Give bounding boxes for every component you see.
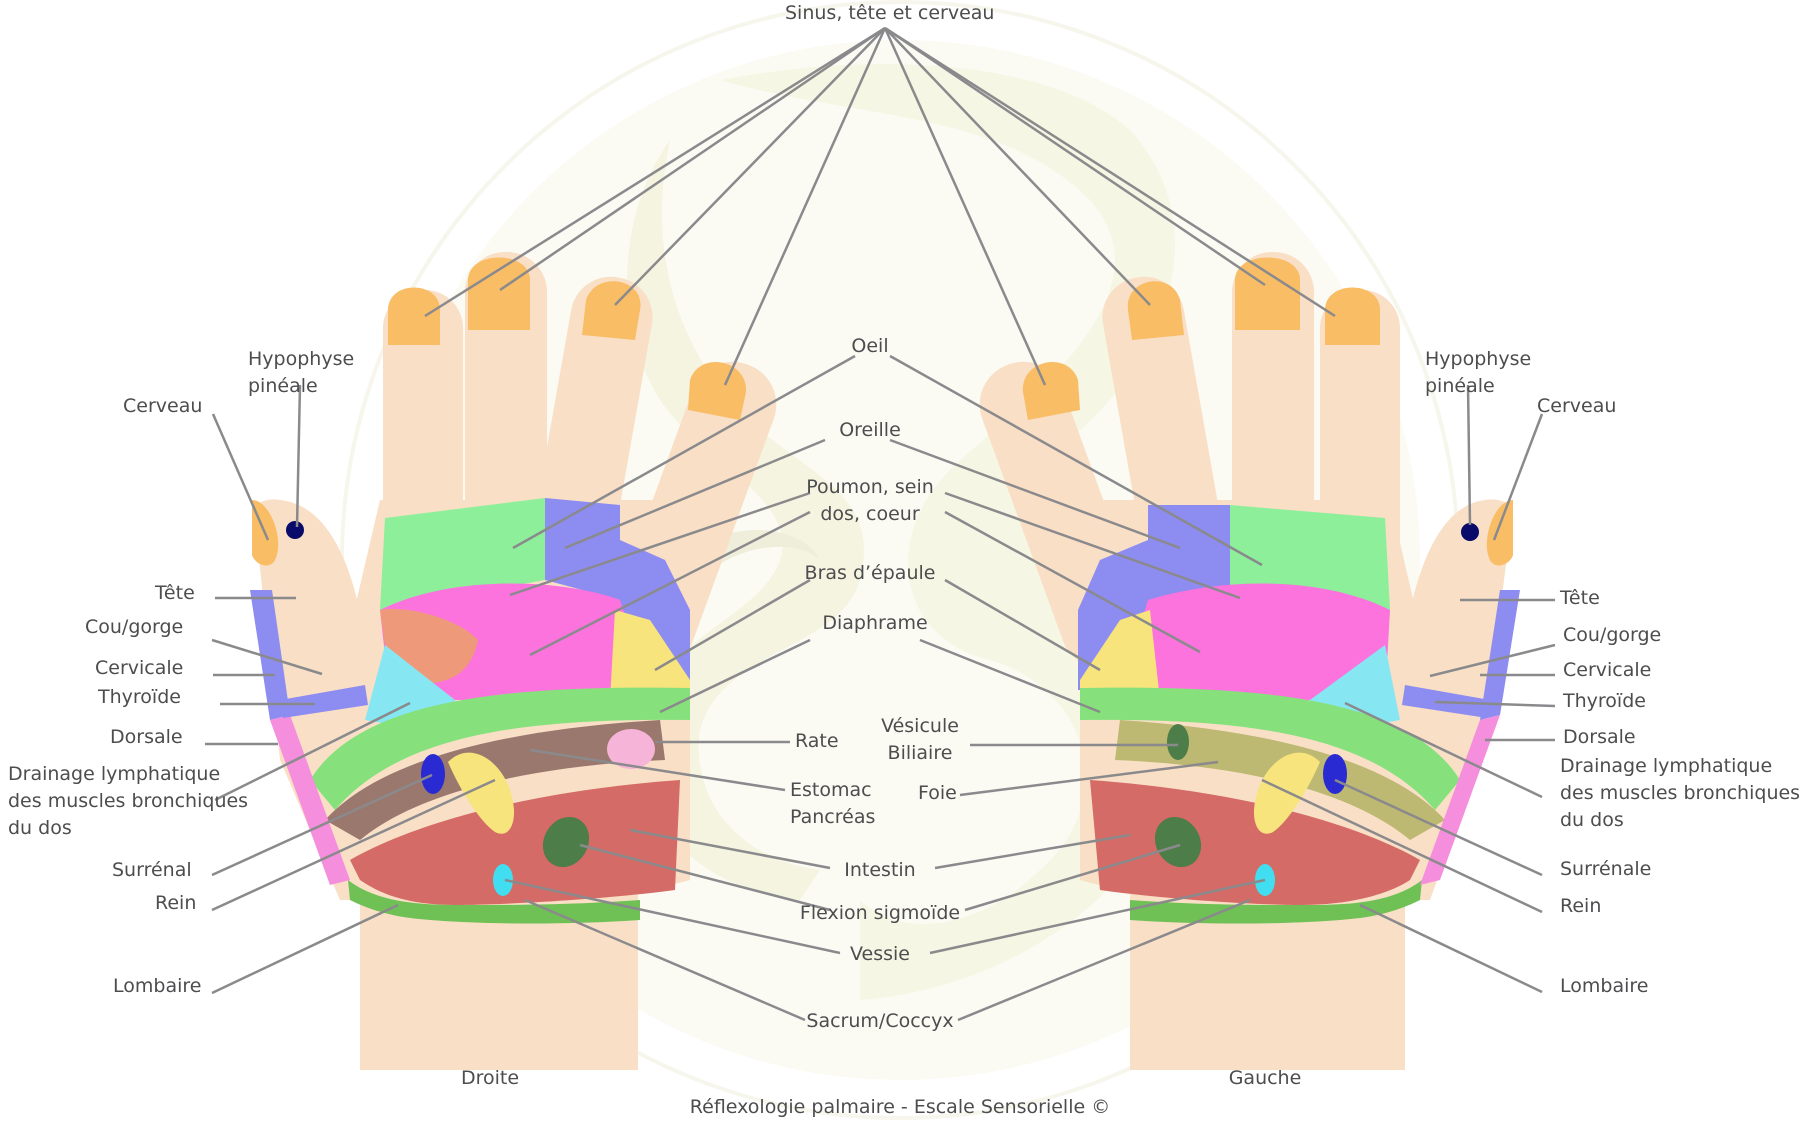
right-cervical-strip bbox=[250, 590, 290, 720]
left-sigmoid bbox=[1154, 816, 1202, 868]
label-vessie: Vessie bbox=[850, 943, 910, 965]
right-zone-yellow bbox=[610, 610, 690, 700]
left-zone-yellow bbox=[1080, 610, 1160, 700]
right-lombaire bbox=[348, 880, 640, 924]
left-diaphragm bbox=[1080, 687, 1460, 810]
label-thyroide-right-hand: Thyroïde bbox=[98, 686, 181, 708]
label-gauche: Gauche bbox=[1228, 1067, 1302, 1089]
label-dorsale-right-hand: Dorsale bbox=[110, 726, 183, 748]
right-spleen bbox=[607, 729, 655, 769]
leader-lines bbox=[205, 26, 1556, 1022]
caption: Réflexologie palmaire - Escale Sensoriel… bbox=[689, 1096, 1111, 1118]
right-adrenal bbox=[421, 754, 445, 794]
right-little-nail bbox=[388, 287, 440, 345]
label-cou-left-hand: Cou/gorge bbox=[1563, 624, 1662, 646]
right-sigmoid bbox=[542, 816, 590, 868]
right-bladder bbox=[493, 864, 513, 896]
right-dorsal-strip bbox=[270, 715, 350, 885]
label-surrenale-left-hand: Surrénale bbox=[1560, 858, 1652, 880]
label-rate: Rate bbox=[795, 730, 839, 752]
right-zone-green bbox=[380, 498, 545, 610]
left-zone-red bbox=[1090, 780, 1420, 905]
left-cervical-strip bbox=[1480, 590, 1520, 720]
right-kidney bbox=[448, 752, 515, 834]
right-pineal-dot bbox=[286, 521, 304, 539]
label-foie: Foie bbox=[918, 782, 957, 804]
label-intestin: Intestin bbox=[844, 859, 916, 881]
left-zone-pink bbox=[1120, 583, 1390, 700]
label-tete-left-hand: Tête bbox=[1560, 587, 1600, 609]
label-lombaire-right-hand: Lombaire bbox=[113, 975, 202, 997]
left-adrenal bbox=[1323, 754, 1347, 794]
label-droite: Droite bbox=[460, 1067, 520, 1089]
right-ring-nail bbox=[468, 257, 530, 330]
label-lombaire-left-hand: Lombaire bbox=[1560, 975, 1649, 997]
label-rein-right-hand: Rein bbox=[155, 892, 197, 914]
left-little-nail bbox=[1325, 287, 1380, 345]
left-kidney bbox=[1253, 752, 1320, 834]
label-surrenal-right-hand: Surrénal bbox=[112, 859, 192, 881]
right-diaphragm bbox=[310, 687, 690, 810]
label-cervicale-left-hand: Cervicale bbox=[1563, 659, 1652, 681]
label-oeil: Oeil bbox=[851, 335, 889, 357]
right-middle-nail bbox=[582, 281, 641, 340]
left-dorsal-strip bbox=[1420, 715, 1500, 885]
label-diaphrame: Diaphrame bbox=[822, 612, 928, 634]
label-tete-right-hand: Tête bbox=[155, 582, 195, 604]
left-pineal-dot bbox=[1461, 523, 1479, 541]
left-lombaire bbox=[1130, 880, 1422, 924]
right-thyroid bbox=[280, 685, 368, 718]
left-index-nail bbox=[1022, 362, 1080, 420]
label-sinus: Sinus, tête et cerveau bbox=[785, 2, 995, 24]
label-cerveau-left-hand: Cerveau bbox=[1537, 395, 1617, 417]
label-cerveau-right-hand: Cerveau bbox=[123, 395, 203, 417]
right-hand bbox=[250, 252, 777, 1070]
right-index-nail bbox=[688, 362, 747, 420]
label-flexion: Flexion sigmoïde bbox=[799, 902, 961, 924]
label-cervicale-right-hand: Cervicale bbox=[95, 657, 184, 679]
left-hand bbox=[979, 252, 1520, 1070]
right-zone-violet bbox=[545, 498, 620, 600]
label-cou-right-hand: Cou/gorge bbox=[85, 616, 184, 638]
left-ring-nail bbox=[1235, 257, 1300, 330]
label-sacrum: Sacrum/Coccyx bbox=[806, 1010, 954, 1032]
label-bras: Bras d’épaule bbox=[804, 562, 936, 584]
label-oreille: Oreille bbox=[839, 419, 901, 441]
left-thumb-nail bbox=[1486, 500, 1513, 566]
label-dorsale-left-hand: Dorsale bbox=[1563, 726, 1636, 748]
left-gallbladder bbox=[1167, 724, 1189, 760]
label-thyroide-left-hand: Thyroïde bbox=[1563, 690, 1646, 712]
right-zone-red bbox=[350, 780, 680, 905]
left-zone-violet bbox=[1148, 505, 1230, 600]
label-rein-left-hand: Rein bbox=[1560, 895, 1602, 917]
